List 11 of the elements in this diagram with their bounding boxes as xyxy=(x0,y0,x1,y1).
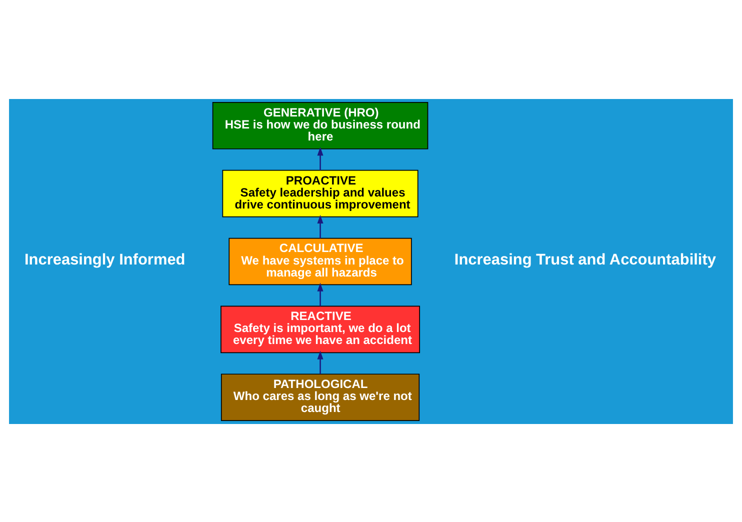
node-box: PROACTIVE Safety leadership and values drive continuous improvement xyxy=(222,169,418,217)
label: Increasing Trust and Accountability xyxy=(454,250,716,268)
node-box: PATHOLOGICAL Who cares as long as we're not caught xyxy=(220,373,420,420)
arrow xyxy=(317,350,324,374)
node-box: REACTIVE Safety is important, we do a lot every time we have an accident xyxy=(220,305,420,353)
label: Increasingly Informed xyxy=(24,250,186,268)
arrow xyxy=(317,214,324,238)
node-box: CALCULATIVE We have systems in place to manage all hazards xyxy=(228,237,412,285)
arrow xyxy=(317,282,324,306)
node-box: GENERATIVE (HRO) HSE is how we do business round here xyxy=(212,102,428,149)
arrow xyxy=(317,146,324,170)
